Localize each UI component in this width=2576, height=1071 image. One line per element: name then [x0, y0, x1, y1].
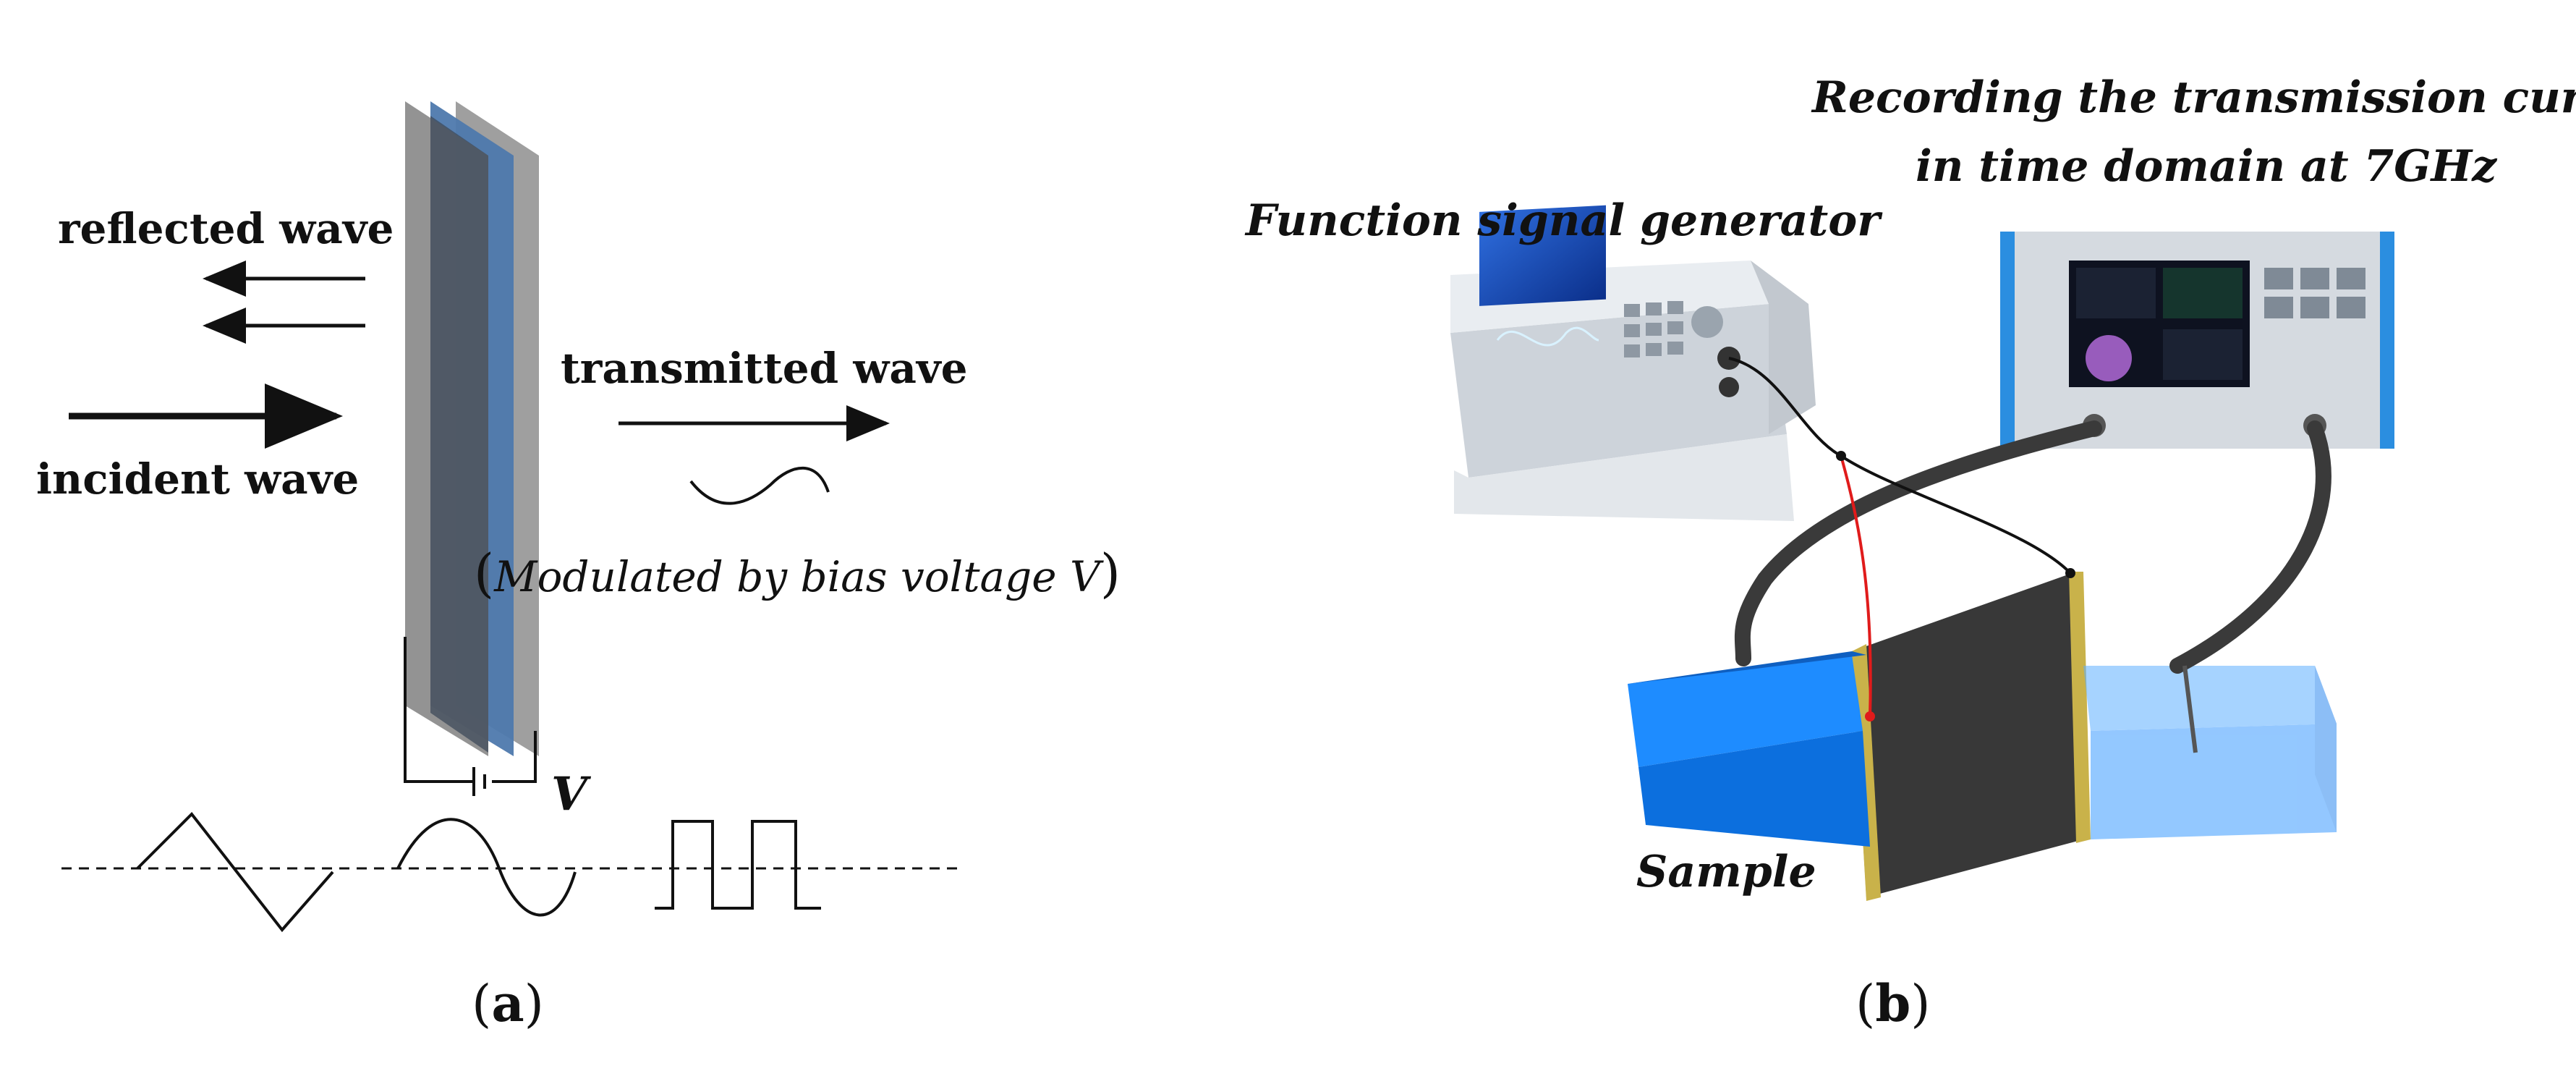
sample-film	[1852, 572, 2091, 901]
function-generator	[1450, 205, 1816, 521]
bias-circuit	[404, 637, 537, 796]
panel-b	[1450, 205, 2394, 901]
film-overlap	[430, 116, 488, 753]
cable-port1-to-waveguide	[1734, 420, 2102, 666]
junction-dot	[1836, 451, 1846, 461]
caption-b: (b)	[1856, 973, 1931, 1033]
output-waveguide	[2083, 666, 2337, 839]
frame-contact-dot	[2065, 568, 2075, 578]
recording-label-line2: in time domain at 7GHz	[1916, 141, 2497, 192]
triangle-wave	[136, 811, 334, 933]
function-generator-label: Function signal generator	[1246, 195, 1880, 246]
incident-wave-label: incident wave	[36, 454, 360, 504]
sine-wave	[396, 818, 577, 917]
film-stack	[405, 101, 539, 756]
square-wave	[655, 820, 821, 910]
recording-label-line1: Recording the transmission curve	[1812, 72, 2576, 123]
probe	[2182, 665, 2198, 753]
red-signal-wire	[1840, 455, 1872, 717]
panel-a	[61, 101, 962, 933]
transmitted-wave-label: transmitted wave	[561, 344, 968, 393]
red-contact-dot	[1865, 711, 1875, 721]
modulated-text: Modulated by bias voltage V	[494, 552, 1100, 601]
reflected-wave-label: reflected wave	[58, 204, 394, 253]
caption-a: (a)	[472, 973, 544, 1033]
generator-screen	[1479, 205, 1606, 306]
transmitted-sine	[689, 466, 830, 505]
black-signal-wire	[1728, 357, 2070, 573]
sample-label: Sample	[1636, 847, 1816, 897]
cable-port2-to-probe	[2169, 420, 2331, 674]
caption-b-letter: b	[1875, 973, 1911, 1033]
caption-a-letter: a	[491, 973, 524, 1033]
input-waveguide	[1628, 651, 1870, 847]
network-analyzer	[2000, 232, 2394, 449]
modulated-label: (Modulated by bias voltage V)	[474, 543, 1121, 604]
voltage-label: V	[551, 767, 587, 821]
